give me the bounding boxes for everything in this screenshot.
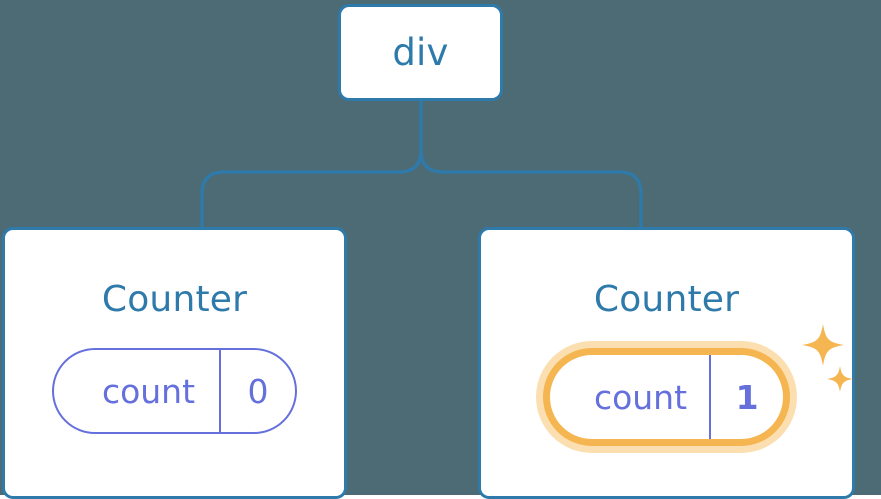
state-pill-right-body: count 1	[542, 348, 791, 446]
node-counter-right-label: Counter	[593, 279, 740, 320]
node-counter-right[interactable]: Counter count 1	[478, 227, 855, 499]
node-div-label: div	[392, 31, 449, 74]
state-value-left: 0	[219, 350, 295, 432]
state-value-right: 1	[709, 355, 783, 439]
sparkle-small-icon	[827, 366, 854, 392]
node-counter-left-label: Counter	[101, 279, 248, 320]
sparkle-large-icon	[802, 324, 845, 366]
state-key-right: count	[593, 377, 688, 417]
state-key-left: count	[101, 371, 196, 411]
state-pill-left[interactable]: count 0	[51, 348, 298, 434]
node-counter-left[interactable]: Counter count 0	[2, 227, 347, 499]
state-pill-right[interactable]: count 1	[542, 324, 854, 446]
node-div[interactable]: div	[338, 4, 503, 101]
sparkle-group	[802, 324, 854, 392]
state-pill-left-body: count 0	[51, 348, 298, 434]
